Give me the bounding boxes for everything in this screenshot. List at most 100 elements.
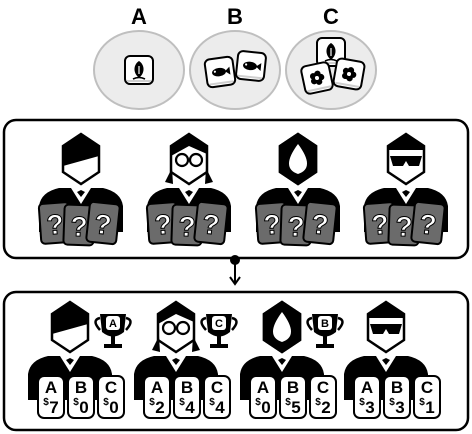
bid-value-card: A$7 bbox=[37, 375, 65, 419]
bid-card: ? bbox=[193, 200, 229, 246]
bid-currency: $ bbox=[103, 397, 109, 408]
trophy-plate bbox=[106, 316, 120, 330]
trophy-handle-left bbox=[306, 316, 313, 331]
hair bbox=[158, 302, 194, 324]
bid-currency: $ bbox=[315, 397, 321, 408]
flower-leaf-icon bbox=[342, 67, 357, 82]
hair bbox=[388, 134, 424, 150]
bow-tie bbox=[172, 358, 180, 365]
bid-value-card: C$1 bbox=[413, 375, 441, 419]
item-tile-shadow bbox=[237, 74, 262, 80]
hair bbox=[52, 302, 88, 334]
bidder-4: ??? bbox=[362, 132, 448, 247]
outcome-1: AA$7B$0C$0 bbox=[28, 300, 132, 419]
trophy-plate bbox=[212, 316, 226, 330]
trophy-handle-left bbox=[94, 316, 101, 331]
bid-card: ? bbox=[410, 200, 446, 246]
hair-strand bbox=[165, 168, 173, 184]
lot-b: B bbox=[189, 4, 281, 110]
trophy-base bbox=[316, 344, 334, 348]
bid-card-face bbox=[193, 200, 229, 246]
trophy-base bbox=[210, 344, 228, 348]
bid-lot-label: A bbox=[257, 378, 269, 397]
bid-card: ? bbox=[85, 200, 121, 246]
trophy-stem bbox=[323, 336, 327, 344]
bid-lot-label: C bbox=[317, 378, 329, 397]
spade-face bbox=[273, 312, 291, 342]
lot-label: B bbox=[227, 4, 243, 29]
lot-bubble bbox=[189, 30, 281, 110]
bid-currency: $ bbox=[43, 397, 49, 408]
bid-currency: $ bbox=[209, 397, 215, 408]
bid-card-mark: ? bbox=[287, 211, 305, 243]
flower-petal bbox=[314, 70, 321, 78]
item-tile bbox=[203, 55, 237, 89]
sunglasses bbox=[370, 324, 402, 334]
bow-tie bbox=[382, 358, 390, 365]
bid-value-card: A$0 bbox=[249, 375, 277, 419]
bid-value-card: A$2 bbox=[143, 375, 171, 419]
bid-value-card-frame bbox=[37, 375, 65, 419]
bid-value-card-frame bbox=[173, 375, 201, 419]
bow-tie bbox=[185, 190, 193, 197]
bidder-1: ??? bbox=[37, 132, 123, 247]
leaf-icon bbox=[132, 61, 146, 80]
trophy-stem bbox=[111, 336, 115, 344]
bidder-3: ??? bbox=[254, 132, 340, 247]
item-tile-shadow bbox=[209, 80, 234, 86]
bid-card-face bbox=[85, 200, 121, 246]
flow-arrow bbox=[229, 255, 241, 286]
bid-card-mark: ? bbox=[262, 208, 281, 240]
item-tile bbox=[235, 50, 267, 82]
bid-card: ? bbox=[279, 203, 313, 247]
bid-currency: $ bbox=[149, 397, 155, 408]
trophy-lot-label: C bbox=[215, 318, 223, 330]
bid-lot-label: C bbox=[105, 378, 117, 397]
bid-amount: 3 bbox=[395, 398, 404, 417]
bid-card-mark: ? bbox=[153, 208, 172, 240]
bid-amount: 2 bbox=[155, 398, 164, 417]
trophy-icon: C bbox=[200, 314, 238, 348]
bid-card-mark: ? bbox=[178, 211, 196, 243]
item-tile-shadow bbox=[335, 81, 360, 88]
trophy-lot-label: A bbox=[109, 318, 117, 330]
bid-card-mark: ? bbox=[370, 208, 389, 240]
bid-card-face bbox=[410, 200, 446, 246]
bid-card-mark: ? bbox=[45, 208, 64, 240]
bid-amount: 3 bbox=[365, 398, 374, 417]
bid-card-mark: ? bbox=[93, 208, 113, 241]
bid-currency: $ bbox=[359, 397, 365, 408]
bow-tie bbox=[77, 190, 85, 197]
bid-value-card: B$4 bbox=[173, 375, 201, 419]
bid-amount: 0 bbox=[109, 398, 118, 417]
item-tile bbox=[300, 61, 334, 95]
trophy-icon: A bbox=[94, 314, 132, 348]
bid-amount: 4 bbox=[185, 398, 195, 417]
outcomes-row: AA$7B$0C$0CA$2B$4C$4BA$0B$5C$2A$3B$3C$1 bbox=[28, 300, 441, 419]
bid-amount: 0 bbox=[261, 398, 270, 417]
lot-a: A bbox=[93, 4, 185, 110]
sunglasses bbox=[390, 156, 422, 166]
bid-amount: 4 bbox=[215, 398, 225, 417]
trophy-handle-right bbox=[125, 316, 132, 331]
flower-center bbox=[347, 72, 351, 76]
bid-value-card: C$2 bbox=[309, 375, 337, 419]
bid-value-card: A$3 bbox=[353, 375, 381, 419]
glasses-lens-left bbox=[161, 320, 177, 336]
glasses-lens-left bbox=[174, 152, 190, 168]
bid-amount: 0 bbox=[79, 398, 88, 417]
item-tile bbox=[332, 57, 366, 91]
flower-petal bbox=[315, 78, 323, 85]
lots-row: A B C bbox=[93, 4, 377, 110]
item-tile-shadow bbox=[307, 85, 332, 93]
bid-card-face bbox=[302, 200, 338, 246]
bid-value-card-frame bbox=[143, 375, 171, 419]
glasses-lens-right bbox=[175, 320, 191, 336]
lot-label: C bbox=[323, 4, 339, 29]
bid-value-card: C$4 bbox=[203, 375, 231, 419]
bid-lot-label: A bbox=[151, 378, 163, 397]
bid-lot-label: C bbox=[421, 378, 433, 397]
bow-tie bbox=[66, 358, 74, 365]
bid-value-card-frame bbox=[67, 375, 95, 419]
